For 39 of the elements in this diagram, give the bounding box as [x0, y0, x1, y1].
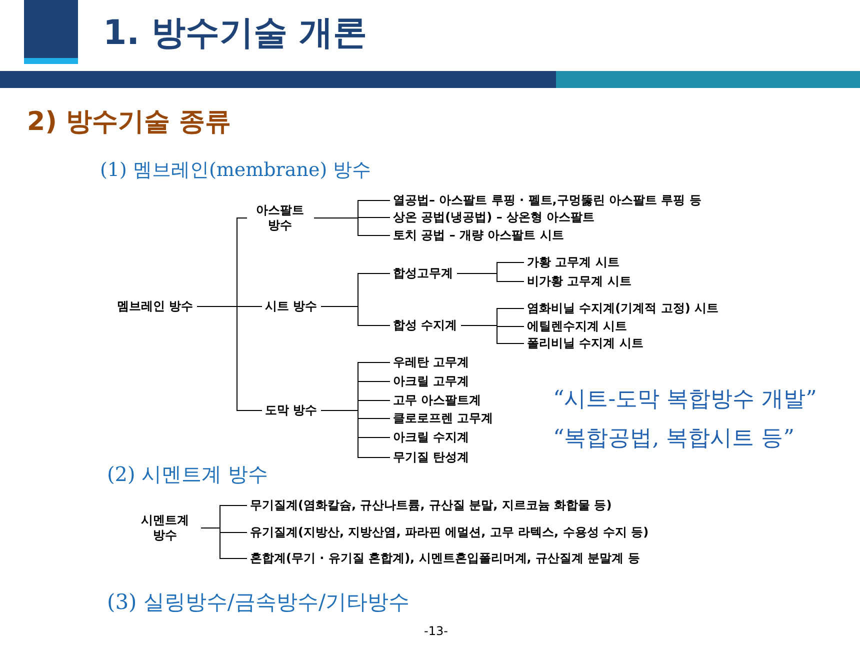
page-number: -13-	[424, 624, 448, 638]
section-heading: (3) 실링방수/금속방수/기타방수	[107, 589, 410, 616]
tree-label: 고무 아스팔트계	[393, 392, 482, 408]
tree-label: 합성고무계	[393, 266, 453, 280]
tree-label: 멤브레인 방수	[117, 298, 194, 314]
tree-label: 폴리비닐 수지계 시트	[527, 336, 644, 350]
tree-label: 유기질계(지방산, 지방산염, 파라핀 에멀션, 고무 라텍스, 수용성 수지 등)	[250, 524, 649, 540]
tree-label: 시멘트계 방수	[133, 513, 197, 543]
tree-label: 시트 방수	[265, 298, 318, 314]
page-title: 1. 방수기술 개론	[103, 12, 368, 55]
tree-label: 아스팔트 방수	[250, 203, 310, 233]
tree-label: 아크릴 고무계	[393, 374, 470, 388]
connector-line	[320, 306, 390, 326]
tree-label: 클로로프렌 고무계	[393, 410, 494, 426]
connector-line	[460, 325, 524, 344]
connector-line	[200, 528, 248, 559]
note-text: “복합공법, 복합시트 등”	[553, 425, 794, 453]
section-heading: (1) 멤브레인(membrane) 방수	[100, 158, 372, 183]
tree-label: 열공법– 아스팔트 루핑 · 펠트,구멍뚫린 아스팔트 루핑 등	[393, 192, 702, 208]
note-text: “시트-도막 복합방수 개발”	[553, 386, 817, 414]
tree-label: 혼합계(무기 · 유기질 혼합계), 시멘트혼입폴리머계, 규산질계 분말계 등	[250, 550, 640, 566]
tree-label: 아크릴 수지계	[393, 430, 470, 444]
tree-label: 가황 고무계 시트	[527, 254, 620, 270]
connector-line	[456, 273, 524, 282]
tree-label: 에틸렌수지계 시트	[527, 318, 628, 334]
tree-label: 상온 공법(냉공법) – 상온형 아스팔트	[393, 210, 595, 224]
tree-label: 도막 방수	[265, 402, 318, 418]
tree-label: 토치 공법 – 개량 아스팔트 시트	[393, 228, 564, 242]
tree-label: 비가황 고무계 시트	[527, 274, 632, 288]
tree-label: 무기질 탄성계	[393, 450, 470, 464]
section-heading: (2) 시멘트계 방수	[107, 461, 268, 488]
tree-label: 염화비닐 수지계(기계적 고정) 시트	[527, 300, 719, 316]
connector-line	[196, 306, 262, 411]
section-heading: 2) 방수기술 종류	[27, 106, 232, 139]
tree-label: 우레탄 고무계	[393, 354, 470, 370]
tree-label: 무기질계(염화칼슘, 규산나트륨, 규산질 분말, 지르코늄 화합물 등)	[250, 498, 612, 512]
connector-line	[320, 410, 390, 458]
tree-label: 합성 수지계	[393, 318, 458, 332]
connector-line	[314, 218, 390, 236]
